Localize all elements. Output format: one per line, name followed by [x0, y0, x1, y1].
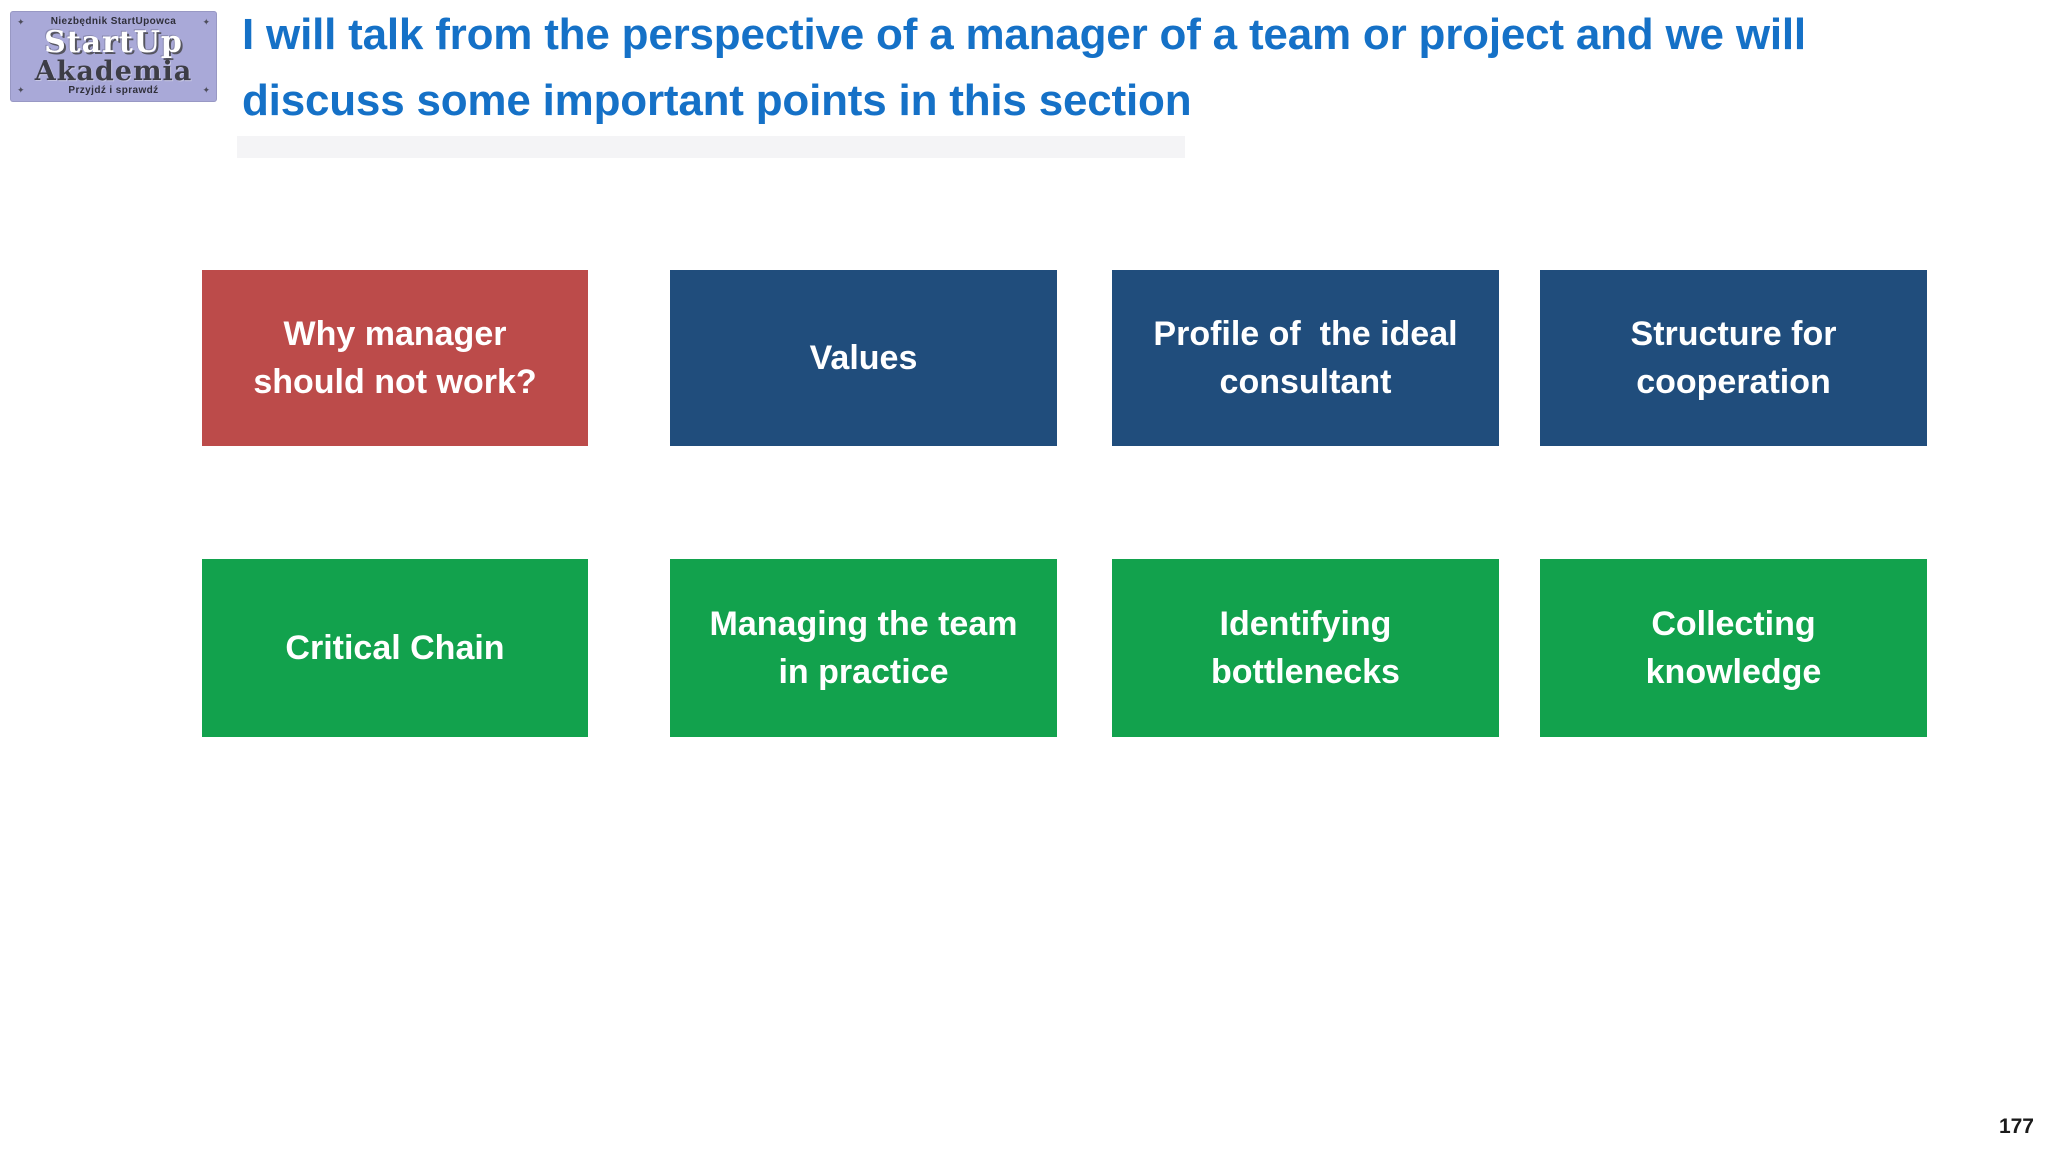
- topic-box-identifying-bottlenecks: Identifying bottlenecks: [1112, 559, 1499, 737]
- topic-box-why-manager-should-not-work: Why manager should not work?: [202, 270, 588, 446]
- startup-akademia-logo: ✦ ✦ ✦ ✦ Niezbędnik StartUpowca StartUp A…: [10, 11, 217, 102]
- screw-icon: ✦: [202, 85, 210, 95]
- screw-icon: ✦: [202, 17, 210, 27]
- page-number: 177: [1998, 1115, 2034, 1138]
- screw-icon: ✦: [17, 17, 25, 27]
- topic-box-values: Values: [670, 270, 1057, 446]
- logo-name-akademia: Akademia: [34, 56, 193, 87]
- topic-box-managing-the-team-in-practice: Managing the team in practice: [670, 559, 1057, 737]
- topic-box-profile-of-the-ideal-consultant: Profile of the ideal consultant: [1112, 270, 1499, 446]
- topic-box-collecting-knowledge: Collecting knowledge: [1540, 559, 1927, 737]
- topic-box-critical-chain: Critical Chain: [202, 559, 588, 737]
- logo-tagline-bottom: Przyjdź i sprawdź: [68, 85, 159, 96]
- logo-name-startup: StartUp: [44, 25, 183, 60]
- screw-icon: ✦: [17, 85, 25, 95]
- logo-tagline-top: Niezbędnik StartUpowca: [50, 16, 177, 27]
- slide-title: I will talk from the perspective of a ma…: [242, 10, 1806, 125]
- topic-box-structure-for-cooperation: Structure for cooperation: [1540, 270, 1927, 446]
- title-highlight-band: [237, 136, 1185, 158]
